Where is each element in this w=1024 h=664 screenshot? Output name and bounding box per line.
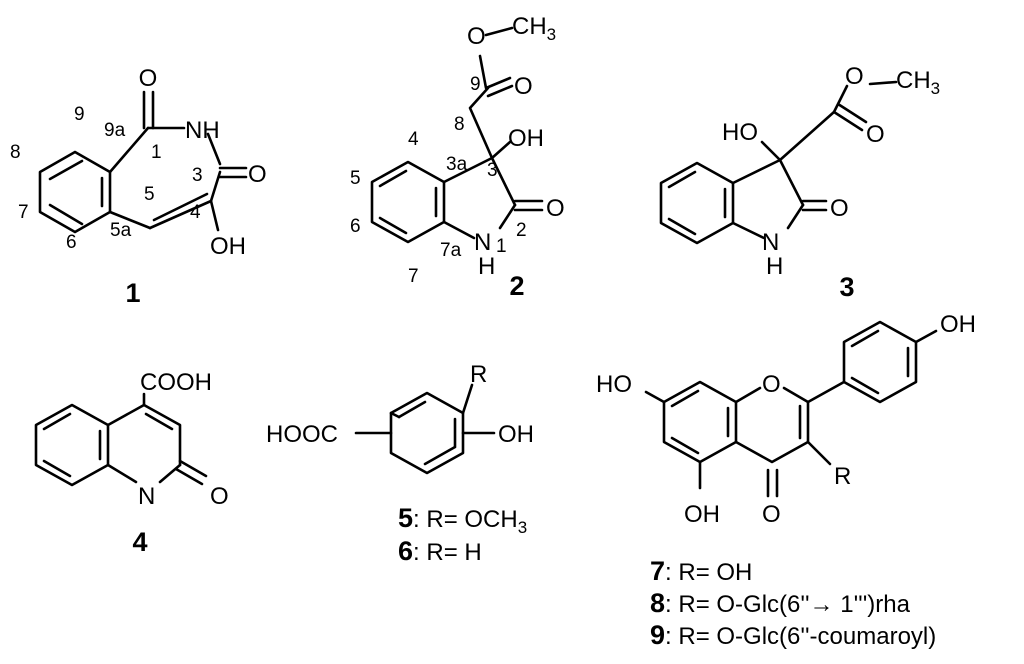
c5-hooc-label: HOOC: [266, 421, 338, 448]
c1-num-5a: 5a: [110, 220, 132, 241]
c2-num-8: 8: [454, 114, 465, 135]
c3-carbonyl-o-label: O: [866, 121, 885, 148]
c7-r-label: R: [834, 463, 851, 490]
compound-2-id: 2: [509, 271, 524, 301]
c2-num-7: 7: [408, 266, 419, 287]
c4-cooh-label: COOH: [140, 369, 212, 396]
c3-ch3-label: CH3: [896, 67, 940, 98]
compound-1-id: 1: [125, 278, 140, 308]
c1-num-9a: 9a: [104, 120, 126, 141]
c2-carbonyl-o-label: O: [514, 73, 533, 100]
c2-num-3: 3: [487, 160, 498, 181]
compound-7-9-structure: [644, 320, 938, 498]
compound-5-legend: 5: R= OCH3: [398, 503, 527, 537]
c1-oh-label: OH: [210, 233, 246, 260]
c1-num-9: 9: [74, 104, 85, 125]
c2-ester-o-label: O: [467, 23, 486, 50]
c2-ch3-label: CH3: [512, 13, 556, 44]
compound-2-structure: [370, 26, 544, 244]
c2-num-3a: 3a: [446, 154, 468, 175]
c2-oh-label: OH: [508, 125, 544, 152]
c5-oh-label: OH: [498, 421, 534, 448]
c2-num-4: 4: [408, 129, 419, 150]
c2-lactam-o-label: O: [546, 195, 565, 222]
compound-6-legend: 6: R= H: [398, 536, 482, 566]
c7-ketone-o-label: O: [762, 501, 781, 528]
c3-h-label: H: [766, 253, 783, 280]
c2-num-1: 1: [496, 236, 507, 257]
c1-nh-label: NH: [185, 117, 220, 144]
c2-num-9: 9: [470, 74, 481, 95]
c4-n-label: N: [138, 483, 155, 510]
c3-ho-label: HO: [722, 119, 758, 146]
c7-ho-label: HO: [596, 371, 632, 398]
c1-carbonyl-o-label: O: [139, 65, 158, 92]
c7-phenol-oh-label: OH: [940, 311, 976, 338]
c7-ring-o-label: O: [762, 371, 781, 398]
compound-8-legend: 8: R= O-Glc(6''→ 1''')rha: [650, 588, 911, 618]
c5-r-label: R: [470, 361, 487, 388]
c3-n-label: N: [762, 229, 779, 256]
c2-h-label: H: [478, 253, 495, 280]
c4-o-label: O: [210, 483, 229, 510]
c1-num-3: 3: [192, 165, 203, 186]
compound-4-id: 4: [132, 527, 147, 557]
compound-4-structure: [34, 392, 208, 487]
c1-num-1: 1: [151, 142, 162, 163]
compound-9-legend: 9: R= O-Glc(6''-coumaroyl): [650, 620, 936, 650]
c2-num-5: 5: [350, 168, 361, 189]
c2-num-7a: 7a: [440, 240, 462, 261]
c1-num-8: 8: [10, 142, 21, 163]
compound-1-structure: [38, 90, 248, 234]
c1-num-4: 4: [190, 202, 201, 223]
c3-lactam-o-label: O: [830, 195, 849, 222]
compound-3-id: 3: [839, 272, 854, 302]
c1-c3-o-label: O: [248, 161, 267, 188]
compound-7-legend: 7: R= OH: [650, 556, 752, 586]
c1-num-6: 6: [66, 232, 77, 253]
c3-ester-o-label: O: [845, 63, 864, 90]
compound-5-6-structure: [354, 383, 496, 475]
c2-n-label: N: [474, 229, 491, 256]
compound-3-structure: [659, 80, 898, 245]
c1-num-5: 5: [144, 184, 155, 205]
c1-num-7: 7: [18, 202, 29, 223]
c2-num-6: 6: [350, 216, 361, 237]
c2-num-2: 2: [516, 220, 527, 241]
c7-oh-label: OH: [684, 501, 720, 528]
